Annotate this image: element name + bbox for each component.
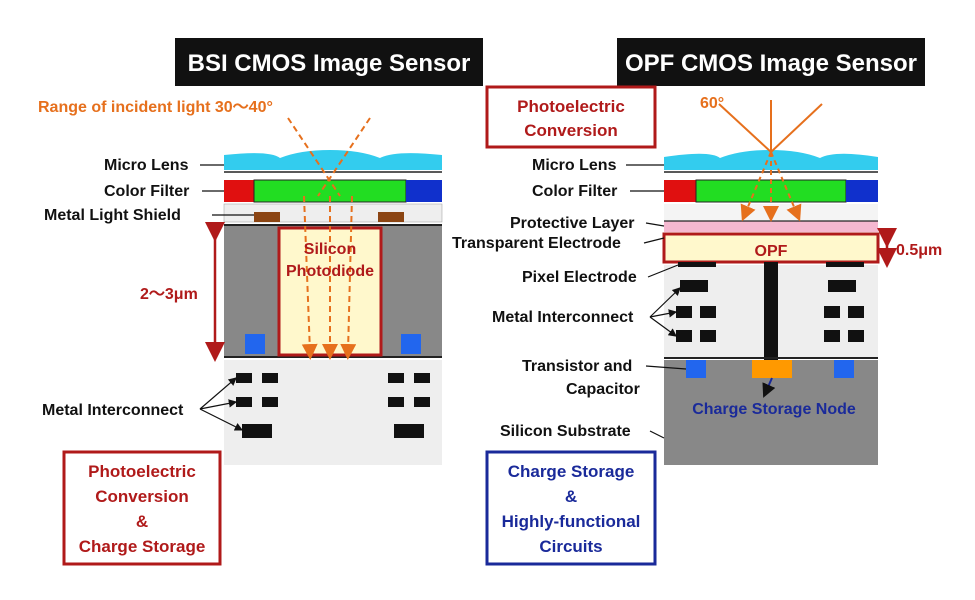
opf-transistor-right [834,360,854,378]
bsi-incident-rays [287,117,371,360]
bsi-micro-lens [224,150,442,170]
bsi-sensor: BSI CMOS Image Sensor [38,38,483,566]
bsi-red-filter [224,180,254,202]
opf-box-line-3: Highly-functional [502,512,641,531]
opf-interconnect-label: Metal Interconnect [492,309,634,326]
opf-title-bg [617,38,925,86]
opf-blue-filter [846,180,878,202]
bsi-box-line-3: & [136,512,148,531]
bsi-micro-lens-label: Micro Lens [104,157,189,174]
opf-micro-lens [664,150,878,170]
opf-substrate-label: Silicon Substrate [500,423,631,440]
opf-incident-rays [718,100,823,153]
bsi-function-box [62,450,222,566]
bsi-color-filter-label: Color Filter [104,183,189,200]
bsi-box-line-4: Charge Storage [79,537,206,556]
bsi-thickness-label: 2〜3μm [140,286,198,303]
opf-angle-label: 60° [700,95,724,112]
opf-film-label: OPF [755,243,788,260]
bsi-box-line-1: Photoelectric [88,462,196,481]
opf-via [764,262,778,362]
opf-box-top-line-1: Photoelectric [517,97,625,116]
opf-pixel-electrode-label: Pixel Electrode [522,269,637,286]
opf-box-top-line-2: Conversion [524,121,618,140]
opf-box-line-1: Charge Storage [508,462,635,481]
bsi-transistor-right [401,334,421,354]
opf-protective-label: Protective Layer [510,215,635,232]
bsi-interconnect-leaders [199,377,244,431]
opf-photoelectric-box [485,85,657,149]
opf-thickness-label: 0.5μm [896,242,942,259]
opf-function-box [485,450,657,566]
bsi-interconnect-label: Metal Interconnect [42,402,184,419]
opf-charge-node-label: Charge Storage Node [692,401,856,418]
opf-transparent-label: Transparent Electrode [452,235,621,252]
bsi-box-line-2: Conversion [95,487,189,506]
opf-red-filter [664,180,696,202]
opf-transistor-label-1: Transistor and [522,358,632,375]
bsi-title: BSI CMOS Image Sensor [188,50,471,77]
bsi-photodiode-label-2: Photodiode [286,263,374,280]
bsi-light-shield-label: Metal Light Shield [44,207,181,224]
bsi-blue-filter [406,180,442,202]
opf-transistor-label-2: Capacitor [566,381,640,398]
opf-box-line-2: & [565,487,577,506]
bsi-interconnect-layer [224,360,442,465]
bsi-incident-label: Range of incident light 30〜40° [38,99,273,116]
opf-sensor: OPF CMOS Image Sensor Photoelectric Conv… [452,38,942,566]
bsi-photodiode-label-1: Silicon [304,241,356,258]
bsi-light-shield-left [254,212,280,222]
bsi-transistor-left [245,334,265,354]
opf-charge-node [752,360,792,378]
opf-micro-lens-label: Micro Lens [532,157,617,174]
opf-color-filter-label: Color Filter [532,183,617,200]
opf-title: OPF CMOS Image Sensor [625,50,917,77]
opf-protective-layer [664,221,878,232]
bsi-light-shield-right [378,212,404,222]
opf-interconnect-leaders [649,287,681,337]
opf-box-line-4: Circuits [539,537,602,556]
opf-transistor-left [686,360,706,378]
bsi-title-bg [175,38,483,86]
